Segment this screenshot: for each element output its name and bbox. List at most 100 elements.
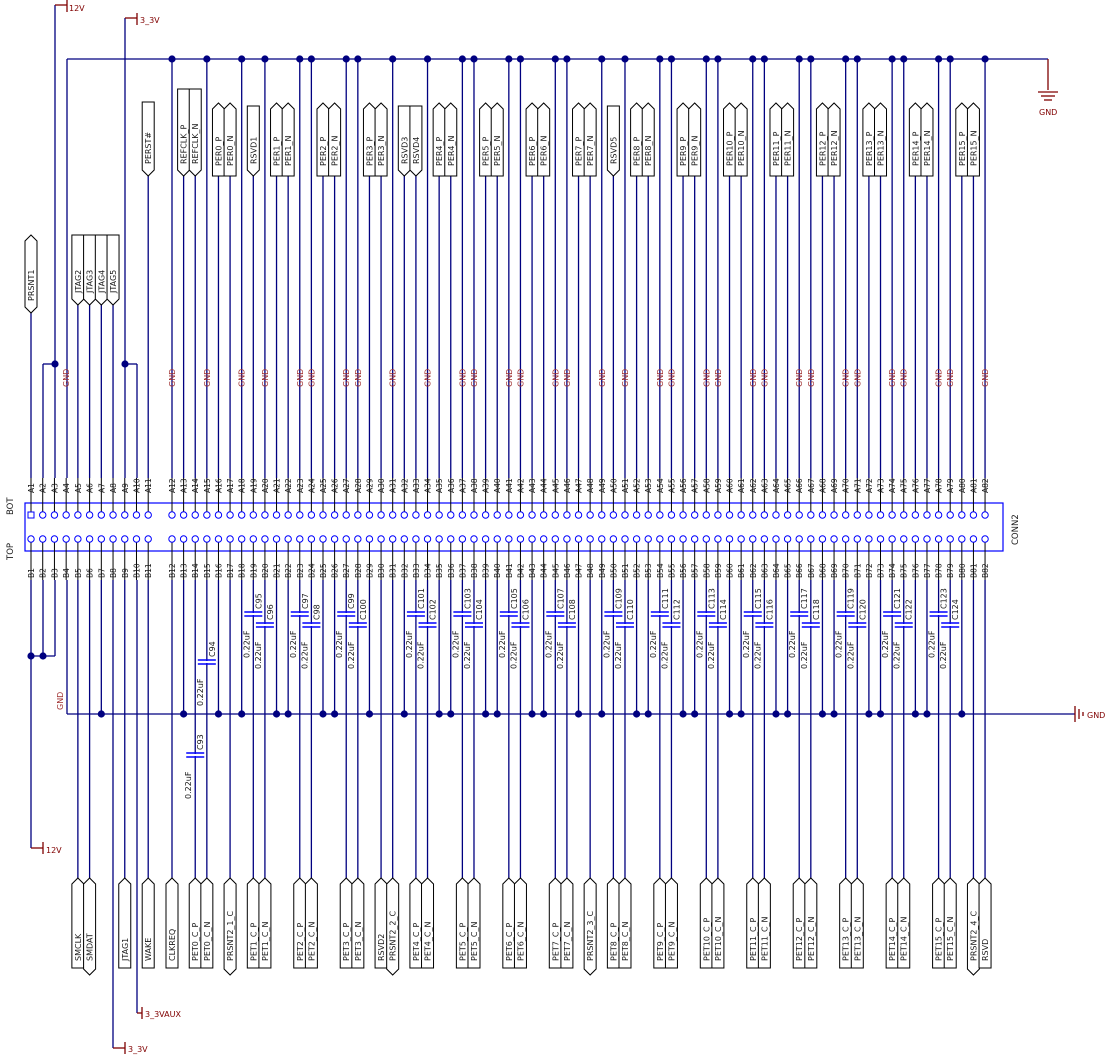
capacitor-c123-value: 0.22uF <box>928 630 937 658</box>
pin-number-a: A8 <box>109 483 118 493</box>
pin-number-b: B39 <box>482 563 491 578</box>
capacitor-c95-value: 0.22uF <box>242 630 251 658</box>
top-net-label-rsvd5-text: RSVD5 <box>609 137 618 164</box>
pad-b <box>423 535 432 543</box>
pad-a <box>714 511 722 519</box>
junction-dot <box>725 710 734 718</box>
pad-b <box>644 535 652 543</box>
bottom-net-label-pet10-c-n <box>711 877 725 969</box>
pad-b <box>516 535 525 543</box>
top-net-label-per11-n-text: PER11_N <box>784 130 793 166</box>
pad-b <box>319 535 327 543</box>
pad-b <box>39 535 47 543</box>
pin-number-a: A59 <box>714 478 723 493</box>
cap-gap <box>755 624 774 626</box>
pin-number-a: A14 <box>191 478 200 493</box>
pad-a <box>981 511 989 519</box>
cap-gap <box>197 661 216 663</box>
pin-number-b: B14 <box>191 563 200 578</box>
capacitor-c119-ref: C119 <box>847 588 856 609</box>
top-net-label-jtag5-text: JTAG5 <box>109 270 118 294</box>
pad-a <box>97 511 106 519</box>
pad-a <box>261 511 269 519</box>
capacitor-c111-ref: C111 <box>661 588 670 609</box>
gnd-net-label: GND <box>470 369 479 387</box>
pad-b <box>109 535 117 543</box>
pad-a <box>574 511 583 519</box>
bottom-net-label-pet14-c-p-text: PET14_C_P <box>888 917 897 961</box>
pad-b <box>342 535 350 543</box>
pin-number-b: B70 <box>842 563 851 578</box>
bottom-net-label-pet12-c-n <box>804 877 818 969</box>
top-net-label-per5-n <box>490 102 504 177</box>
power-12v-top: 12V <box>69 4 85 13</box>
capacitor-c99-ref: C99 <box>347 593 356 609</box>
bottom-net-label-clkreq <box>165 877 179 969</box>
gnd-bottom-left-label: GND <box>56 692 65 710</box>
pad-b <box>586 535 594 543</box>
top-net-label-refclk-n <box>188 88 202 177</box>
pin-number-b: B19 <box>249 563 258 578</box>
pin-number-a: A13 <box>180 478 189 493</box>
pad-b <box>528 535 536 543</box>
pin-number-b: B45 <box>551 563 560 578</box>
gnd-net-label: GND <box>424 369 433 387</box>
capacitor-c108-value: 0.22uF <box>556 641 565 669</box>
pad-a <box>330 511 339 519</box>
pin-number-b: B21 <box>273 563 282 578</box>
pad-a1 <box>27 511 35 519</box>
capacitor-c100-ref: C100 <box>359 599 368 620</box>
top-net-label-jtag3 <box>83 234 97 306</box>
pad-b <box>818 535 827 543</box>
pad-a <box>62 511 70 519</box>
pad-a <box>656 511 664 519</box>
gnd-net-label: GND <box>458 369 467 387</box>
capacitor-c102-value: 0.22uF <box>417 641 426 669</box>
gnd-net-label: GND <box>516 369 525 387</box>
junction-dot <box>296 55 304 63</box>
junction-dot <box>435 710 443 718</box>
pin-number-a: A72 <box>865 478 874 493</box>
top-net-label-jtag2 <box>71 234 85 306</box>
capacitor-c122-ref: C122 <box>905 599 914 620</box>
bottom-net-label-pet12-c-n-text: PET12_C_N <box>807 916 816 961</box>
junction-dot <box>458 55 466 63</box>
bottom-net-label-pet13-c-p-text: PET13_C_P <box>842 917 851 961</box>
junction-dot <box>853 55 861 63</box>
junction-dot <box>923 710 931 718</box>
pin-number-b: B80 <box>958 563 967 578</box>
cap-gap <box>453 613 472 615</box>
pin-number-a: A18 <box>238 478 247 493</box>
capacitor-c101-value: 0.22uF <box>405 630 414 658</box>
pad-a <box>307 511 316 519</box>
pad-b <box>923 535 931 543</box>
junction-dot <box>307 55 315 63</box>
junction-dot <box>319 710 327 718</box>
top-net-label-refclk-p <box>177 88 191 177</box>
junction-dot <box>389 55 397 63</box>
top-net-label-per14-n-text: PER14_N <box>923 130 932 166</box>
pin-number-b: B7 <box>97 568 106 578</box>
pin-number-a: A17 <box>226 478 235 493</box>
connector-conn2[interactable]: BOTTOPCONN2A1B1A2B2A3B3A4B4A5B5A6B6A7B7A… <box>6 478 1021 580</box>
top-net-label-per12-p-text: PER12_P <box>818 131 827 166</box>
pin-number-b: B44 <box>540 563 549 578</box>
pad-a <box>179 511 188 519</box>
top-net-label-per8-p-text: PER8_P <box>633 136 642 166</box>
pad-a <box>423 511 432 519</box>
pin-number-b: B18 <box>238 563 247 578</box>
pad-a <box>876 511 885 519</box>
pin-number-b: B59 <box>714 563 723 578</box>
capacitor-c97-ref: C97 <box>301 593 310 609</box>
top-net-label-per3-n-text: PER3_N <box>377 135 386 166</box>
bottom-net-label-pet2-c-n <box>304 877 318 969</box>
pin-number-a: A5 <box>74 483 83 493</box>
gnd-net-label: GND <box>667 369 676 387</box>
gnd-net-label: GND <box>714 369 723 387</box>
top-net-label-per4-n <box>444 102 458 177</box>
pad-b <box>27 535 35 543</box>
junction-dot <box>795 55 803 63</box>
junction-dot <box>772 710 780 718</box>
top-net-label-perst- <box>141 101 155 177</box>
junction-dot <box>760 55 768 63</box>
